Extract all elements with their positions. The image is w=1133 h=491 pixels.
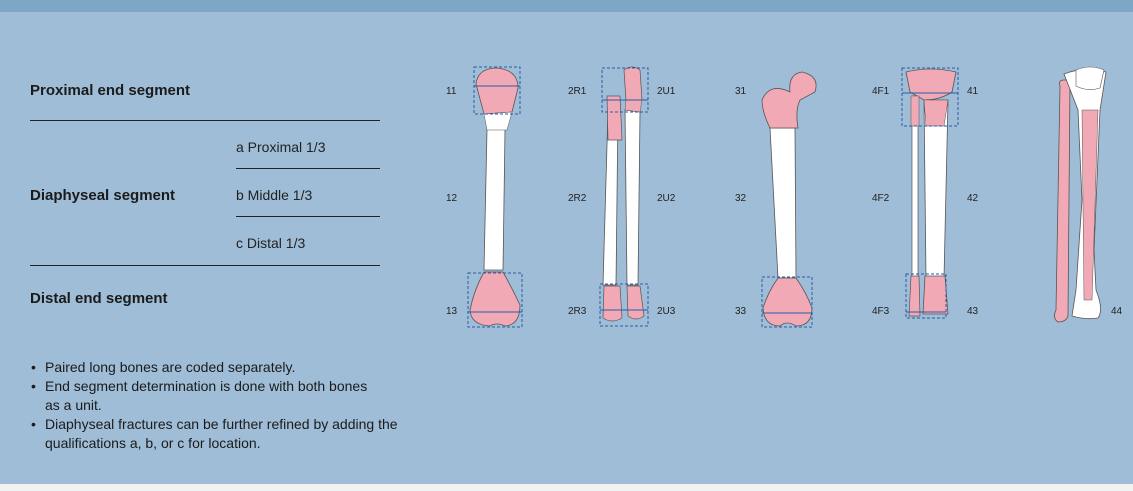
lateral-leg-illustration <box>1054 67 1106 322</box>
label-2r3: 2R3 <box>568 306 587 317</box>
label-13: 13 <box>446 306 458 317</box>
label-2r1: 2R1 <box>568 86 587 97</box>
label-4f3: 4F3 <box>872 306 890 317</box>
label-43: 43 <box>967 306 979 317</box>
humerus-illustration <box>468 67 522 327</box>
label-2r2: 2R2 <box>568 193 587 204</box>
label-41: 41 <box>967 86 979 97</box>
label-42: 42 <box>967 193 979 204</box>
bottom-band <box>0 484 1133 491</box>
femur-illustration <box>762 72 816 327</box>
leg-illustration <box>902 68 958 318</box>
label-2u3: 2U3 <box>657 306 676 317</box>
label-33: 33 <box>735 306 747 317</box>
label-2u2: 2U2 <box>657 193 676 204</box>
label-12: 12 <box>446 193 458 204</box>
label-2u1: 2U1 <box>657 86 676 97</box>
forearm-illustration <box>600 67 648 326</box>
label-4f1: 4F1 <box>872 86 890 97</box>
label-32: 32 <box>735 193 747 204</box>
label-31: 31 <box>735 86 747 97</box>
label-11: 11 <box>446 86 457 97</box>
label-44: 44 <box>1111 306 1123 317</box>
label-4f2: 4F2 <box>872 193 890 204</box>
